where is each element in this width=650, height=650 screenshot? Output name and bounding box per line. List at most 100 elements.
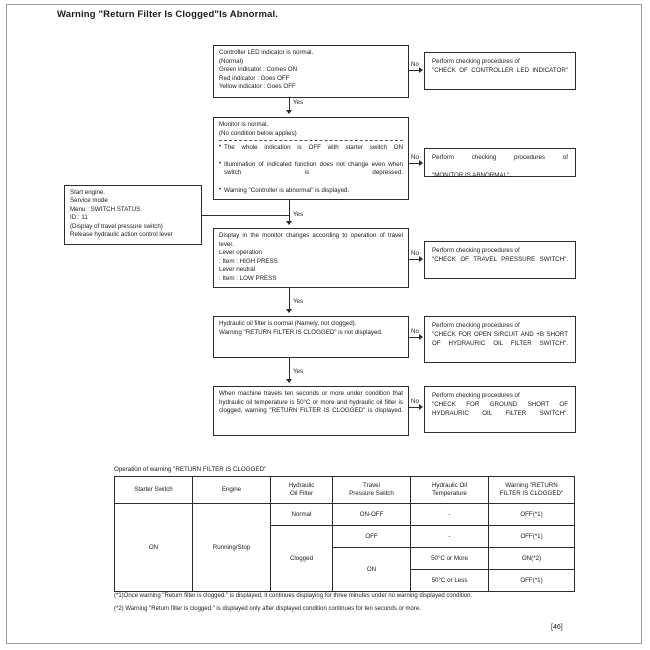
header-line: FILTER IS CLOGGED" [499,490,564,497]
action-box-check-ground-short: Perform checking procedures of "CHECK FO… [424,386,576,433]
decision-line: When machine travels ten seconds or more… [219,390,403,415]
start-connector-h [202,215,289,216]
header-line: Travel [363,481,380,489]
action-intro: Perform checking procedures of [432,247,520,254]
cell-warning: OFF(*1) [488,525,575,548]
action-box-check-travel-pressure-switch: Perform checking procedures of "CHECK OF… [424,241,576,279]
decision-box-controller-led: Controller LED indicator is normal. (Nor… [213,45,409,98]
col-warning-return-filter: Warning "RETURN FILTER IS CLOGGED" [488,476,575,504]
action-intro: Perform checking procedures of [432,58,520,65]
decision-box-travel-lever: Display in the monitor changes according… [213,228,409,288]
decision-line: Green indicator : Comes ON [219,66,298,74]
yes-connector-4 [289,358,290,380]
start-line: Release hydraulic action control lever [70,231,173,239]
cell-press-on-off: ON-OFF [332,503,411,526]
action-box-monitor-is-abnormal: Perform checking procedures of "MONITOR … [424,148,576,179]
page-number: [46] [551,624,563,631]
table-caption: Operation of warning "RETURN FILTER IS C… [114,466,267,473]
bullet-text: The whole indication is OFF with starter… [224,143,403,151]
no-connector-3 [409,259,420,260]
decision-line: Lever operation [219,249,262,257]
header-line: Hydraulic [288,481,315,489]
header-line: Temperature [432,490,467,497]
arrow-no-2 [419,160,423,166]
action-target: "MONITOR IS ABNORMAL". [432,172,511,179]
header-line: Pressure Switch [349,490,394,497]
decision-line: Warning "RETURN FILTER IS CLOGGED" is no… [219,328,383,336]
bullet-text: Illumination of indicated function does … [224,160,403,177]
col-hydraulic-oil-temperature: Hydraulic Oil Temperature [410,476,489,504]
start-line: ID : 11 [70,214,88,222]
start-line: Menu : SWITCH STATUS [70,205,141,213]
cell-temp-more: 50°C or More [410,547,489,570]
yes-connector-3 [289,288,290,310]
footnote-2: (*2) Warning "Return filter is clogged."… [114,606,421,612]
yes-connector-1 [289,98,290,111]
arrow-no-3 [419,256,423,262]
label-yes-3: Yes [293,298,304,305]
decision-line: Hydraulic oil filter is normal (Namely, … [219,320,357,327]
start-line: Service mode [70,197,108,205]
cell-starter-switch: ON [114,503,193,592]
decision-line: (Normal) [219,57,244,65]
decision-line: Display in the monitor changes according… [219,232,403,248]
header-line: Starter Switch [134,485,173,493]
no-connector-5 [409,407,420,408]
table-row: ON Running/Stop Normal ON-OFF - OFF(*1) [114,503,575,592]
cell-warning: OFF(*1) [488,503,575,526]
footnote-1: (*1)Once warning "Return filter is clogg… [114,593,473,599]
decision-bullet: Illumination of indicated function does … [219,160,403,187]
cell-filter-clogged: Clogged [270,525,333,592]
arrow-yes-3 [286,309,292,313]
action-target: "CHECK OF CONTROLLER LED INDICATOR" [432,67,568,74]
decision-bullet: Warning "Controller is abnormal" is disp… [219,186,403,196]
arrow-yes-2 [286,221,292,225]
action-intro: Perform checking procedures of [432,392,520,399]
action-target: "CHECK FOR OPEN SIRCUIT AND +B SHORT OF … [432,331,568,347]
dashed-separator [219,140,403,142]
table-header-row: Starter Switch Engine Hydraulic Oil Filt… [114,476,575,504]
cell-warning: ON(*2) [488,547,575,570]
warning-operation-table: Starter Switch Engine Hydraulic Oil Filt… [114,476,575,592]
label-no-1: No [411,61,419,68]
bullet-text: Warning "Controller is abnormal" is disp… [224,186,350,194]
cell-press-on: ON [332,547,411,592]
arrow-no-1 [419,67,423,73]
label-no-5: No [411,398,419,405]
start-line: (Display of travel pressure switch) [70,222,163,230]
cell-temp-dash: - [410,525,489,548]
action-target: "CHECK OF TRAVEL PRESSURE SWITCH". [432,256,568,263]
decision-box-monitor-normal: Monitor is normal. (No condition below a… [213,117,409,200]
table-row: ON 50°C or More ON(*2) [115,547,575,592]
decision-line: : Item : HIGH PRESS [219,257,278,265]
label-no-3: No [411,250,419,257]
decision-line: : Item : LOW PRESS [219,274,277,282]
decision-box-oil-filter-normal: Hydraulic oil filter is normal (Namely, … [213,316,409,358]
no-connector-1 [409,70,420,71]
yes-connector-2 [289,200,290,222]
arrow-yes-1 [286,110,292,114]
header-line: Oil Filter [289,490,314,497]
label-no-4: No [411,328,419,335]
decision-line: Yellow indicator : Goes OFF [219,83,296,91]
header-line: Warning "RETURN [505,481,558,489]
cell-warning: OFF(*1) [488,569,575,592]
cell-filter-normal: Normal [270,503,333,526]
cell-temp-less: 50°C or Less [410,569,489,592]
decision-line: Red indicator : Goes OFF [219,74,290,82]
decision-line: Monitor is normal. [219,121,269,128]
col-travel-pressure-switch: Travel Pressure Switch [332,476,411,504]
no-connector-4 [409,337,420,338]
col-starter-switch: Starter Switch [114,476,193,504]
cell-press-off: OFF [332,525,411,548]
label-yes-1: Yes [293,99,304,106]
start-box: Start engine. Service mode Menu : SWITCH… [64,185,202,245]
arrow-yes-4 [286,379,292,383]
label-yes-4: Yes [293,368,304,375]
cell-engine: Running/Stop [192,503,271,592]
decision-line: (No condition below applies) [219,129,297,137]
action-box-check-controller-led: Perform checking procedures of "CHECK OF… [424,52,576,90]
page-title: Warning "Return Filter Is Clogged"Is Abn… [57,9,279,20]
header-line: Engine [221,485,242,493]
